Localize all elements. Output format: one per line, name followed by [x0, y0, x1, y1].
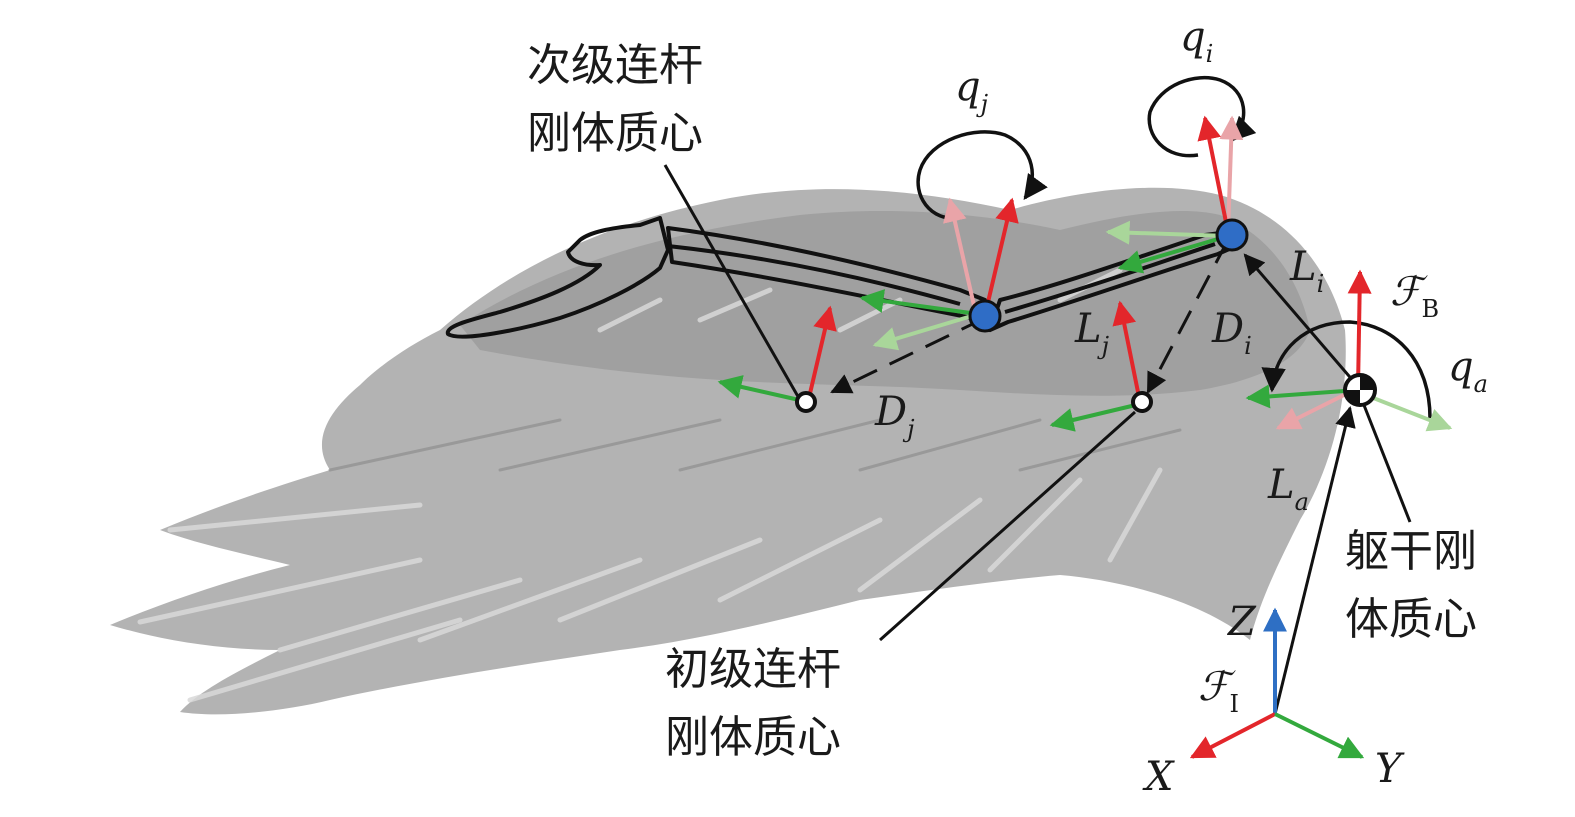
symbol-FB: ℱB	[1390, 269, 1439, 323]
feather-streaks	[137, 267, 1163, 703]
inertial-frame	[1189, 607, 1365, 759]
primary-com-frame	[1049, 300, 1142, 432]
qi-rotation-arc	[1147, 75, 1257, 158]
symbol-qi: qi	[1180, 14, 1213, 68]
forearm-bone-inner	[667, 244, 961, 306]
primary-com-leader	[879, 410, 1136, 642]
humerus-bone-inner	[1004, 242, 1216, 314]
torso-com-label-line1: 躯干刚	[1345, 526, 1477, 577]
symbol-Dj: Dj	[874, 389, 915, 443]
inertial-y-axis	[1274, 712, 1365, 759]
Di-dashed-arrow	[1146, 239, 1230, 394]
torso-to-joint-i-arrow	[1243, 253, 1357, 384]
joint-i-marker	[1215, 218, 1249, 252]
symbol-qa: qa	[1448, 344, 1488, 398]
frame-joint-j	[859, 197, 1019, 351]
Dj-dashed-arrow	[830, 316, 986, 394]
symbol-qj: qj	[955, 64, 989, 118]
primary-com-label-line1: 初级连杆	[665, 644, 841, 695]
feather-shadows	[328, 418, 1182, 472]
primary-com-marker	[1131, 391, 1153, 413]
secondary-com-frame	[717, 305, 837, 404]
axis-label-y: Y	[1375, 746, 1405, 792]
secondary-com-leader	[663, 164, 802, 401]
torso-com-marker	[1343, 373, 1377, 407]
symbol-Li: Li	[1289, 244, 1324, 298]
wing-silhouette	[110, 187, 1346, 715]
hand-bone-outline	[445, 216, 670, 339]
symbol-Di: Di	[1211, 306, 1252, 360]
inertial-x-axis	[1189, 712, 1276, 759]
secondary-com-marker	[795, 391, 817, 413]
leader-lines	[663, 164, 1412, 715]
symbol-FI: ℱI	[1198, 664, 1239, 718]
rotation-arcs	[916, 75, 1432, 419]
primary-com-label-line2: 刚体质心	[665, 712, 841, 763]
inertial-to-torso-arrow	[1273, 405, 1356, 715]
torso-com-label-line2: 体质心	[1345, 594, 1477, 645]
axis-label-x: X	[1142, 754, 1175, 800]
frame-joint-i	[1105, 115, 1244, 274]
secondary-com-label-line2: 刚体质心	[527, 108, 703, 159]
qa-rotation-arc	[1261, 320, 1432, 419]
qj-rotation-arc	[916, 130, 1048, 221]
symbol-La: La	[1267, 462, 1309, 516]
secondary-com-label-line1: 次级连杆	[527, 40, 703, 91]
axis-label-z: Z	[1226, 599, 1257, 645]
torso-com-leader	[1358, 394, 1412, 523]
joint-j-marker	[968, 299, 1002, 333]
symbol-Lj: Lj	[1074, 306, 1110, 360]
